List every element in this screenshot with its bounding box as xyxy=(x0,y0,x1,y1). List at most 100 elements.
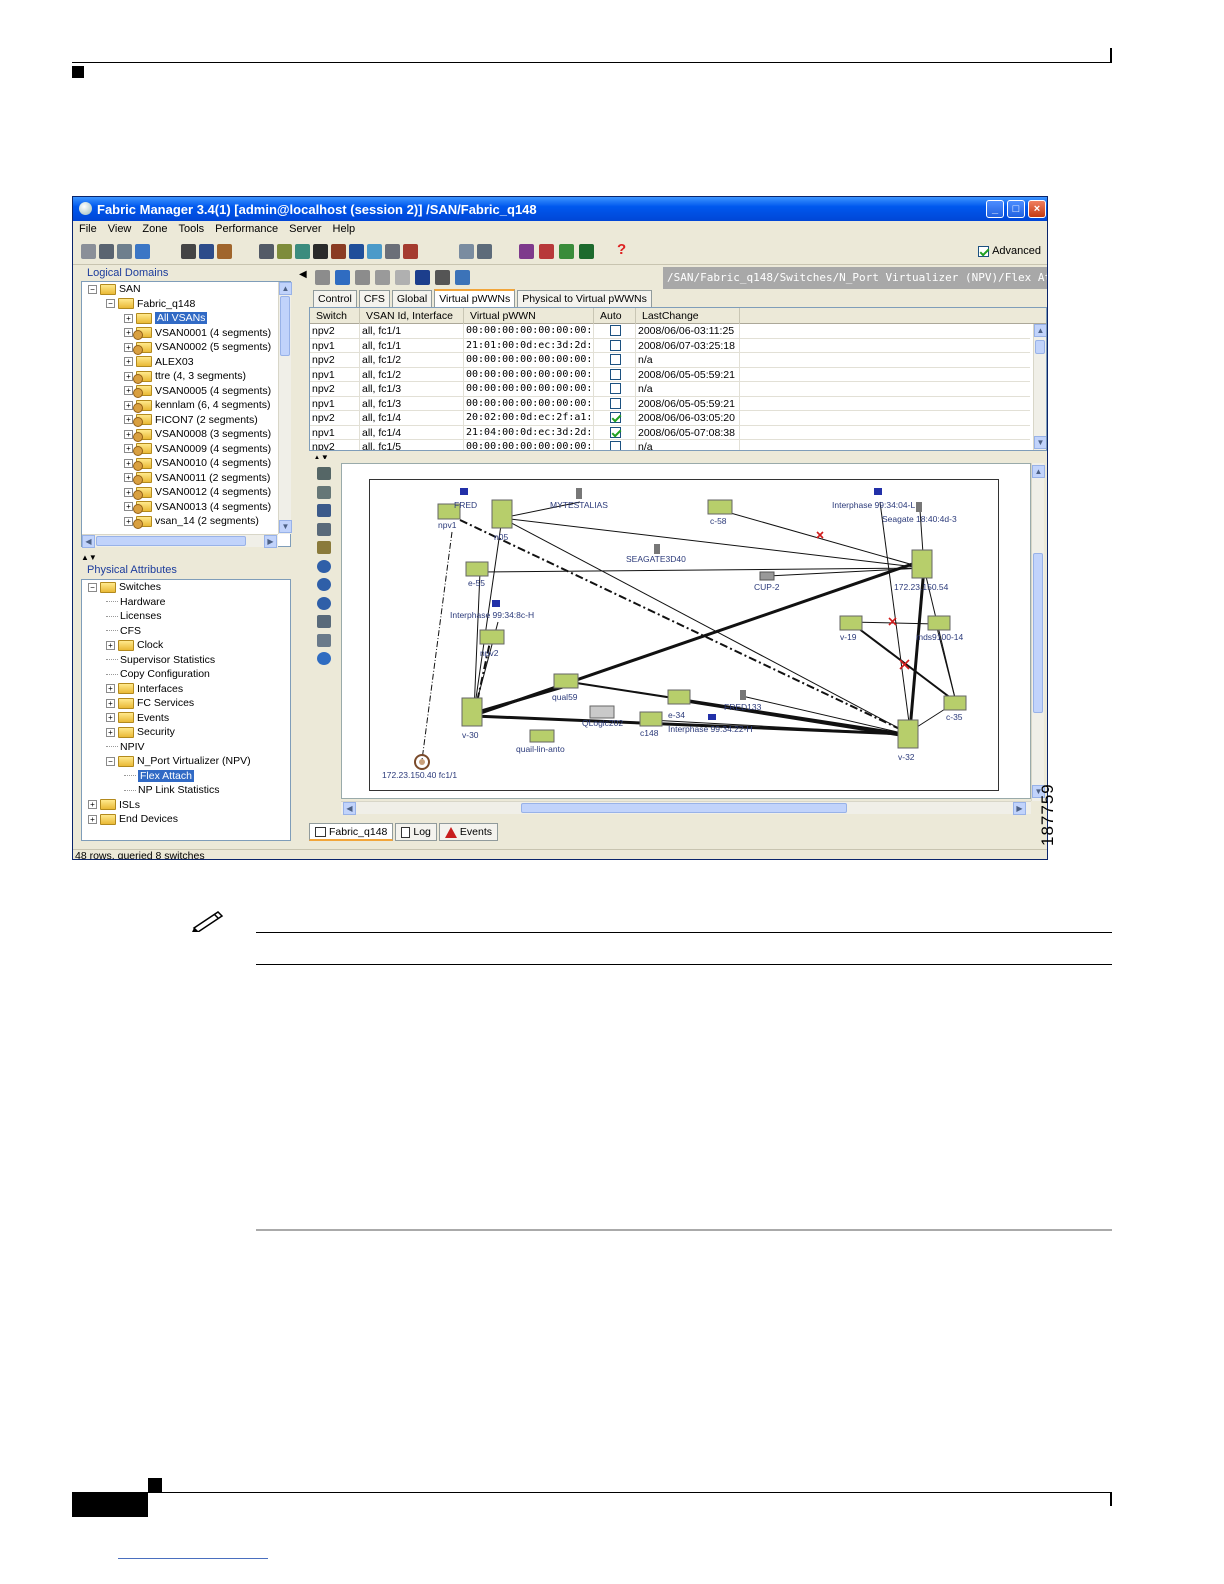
link[interactable] xyxy=(679,698,907,738)
map-scroll-down-icon[interactable]: ▼ xyxy=(1032,785,1045,798)
map-select-icon[interactable] xyxy=(317,633,331,647)
vsan-icon[interactable] xyxy=(277,244,292,259)
collapse-icon[interactable]: − xyxy=(88,284,97,294)
cell-iface[interactable]: all, fc1/1 xyxy=(360,324,464,338)
tree-item[interactable]: +VSAN0011 (2 segments) xyxy=(124,471,270,485)
switch-icon[interactable] xyxy=(491,499,513,529)
cell-switch[interactable]: npv1 xyxy=(310,367,360,381)
cell-switch[interactable]: npv2 xyxy=(310,324,360,338)
auto-checkbox[interactable] xyxy=(610,441,621,450)
export-icon[interactable] xyxy=(455,270,470,285)
scroll-up-icon[interactable]: ▲ xyxy=(279,282,292,295)
map-storage-icon[interactable] xyxy=(317,522,331,536)
expand-icon[interactable]: + xyxy=(124,473,133,482)
expand-icon[interactable]: + xyxy=(124,328,133,337)
auto-checkbox[interactable] xyxy=(610,368,621,380)
tree-item[interactable]: +Security xyxy=(106,725,175,739)
map-overview-icon[interactable] xyxy=(317,615,331,628)
collapse-left-icon[interactable]: ◀ xyxy=(299,269,307,280)
switch-icon[interactable] xyxy=(639,711,663,727)
tree-item[interactable]: +VSAN0012 (4 segments) xyxy=(124,485,271,500)
expand-icon[interactable]: + xyxy=(88,800,97,809)
expand-icon[interactable]: + xyxy=(106,698,115,708)
link[interactable] xyxy=(477,684,567,714)
tab-fabric[interactable]: Fabric_q148 xyxy=(309,823,394,841)
map-hscroll-thumb[interactable] xyxy=(521,803,847,813)
expand-icon[interactable]: + xyxy=(124,444,133,453)
tree-item[interactable]: +Interfaces xyxy=(106,682,183,696)
dpvm-icon[interactable] xyxy=(367,244,382,259)
switch-icon[interactable] xyxy=(437,503,461,520)
tab-virtual-pwwns[interactable]: Virtual pWWNs xyxy=(434,289,516,307)
tree-item[interactable]: +VSAN0009 (4 segments) xyxy=(124,442,271,456)
link[interactable] xyxy=(908,567,926,731)
link[interactable] xyxy=(501,501,581,519)
map-vscroll[interactable]: ▲ ▼ xyxy=(1031,463,1045,801)
properties-icon[interactable] xyxy=(181,244,196,259)
map-scroll-left-icon[interactable]: ◀ xyxy=(343,802,356,815)
collapse-icon[interactable]: − xyxy=(106,756,115,766)
expand-icon[interactable]: + xyxy=(124,386,133,395)
cell-last[interactable]: 2008/06/05-07:08:38 xyxy=(636,425,740,439)
tree-item[interactable]: −Fabric_q148 xyxy=(106,297,195,311)
expand-icon[interactable]: + xyxy=(124,313,133,323)
zoom-in-icon[interactable] xyxy=(317,559,331,573)
cell-switch[interactable]: npv2 xyxy=(310,353,360,367)
menu-server[interactable]: Server xyxy=(289,223,322,235)
cell-pwwn[interactable]: 00:00:00:00:00:00:00:00 xyxy=(466,353,594,367)
tree-item[interactable]: +VSAN0010 (4 segments) xyxy=(124,456,271,471)
cell-switch[interactable]: npv1 xyxy=(310,396,360,410)
link[interactable] xyxy=(767,567,925,577)
cell-iface[interactable]: all, fc1/4 xyxy=(360,411,464,425)
auto-checkbox[interactable] xyxy=(610,412,621,423)
cell-iface[interactable]: all, fc1/4 xyxy=(360,425,464,439)
cell-switch[interactable]: npv2 xyxy=(310,411,360,425)
map-hosts-icon[interactable] xyxy=(317,504,331,517)
tree-item[interactable]: NPIV xyxy=(106,740,145,754)
auto-checkbox[interactable] xyxy=(610,354,621,365)
cell-pwwn[interactable]: 21:01:00:0d:ec:3d:2d:c2 xyxy=(466,338,594,352)
cell-pwwn[interactable]: 00:00:00:00:00:00:00:00 xyxy=(466,396,594,410)
switch-icon[interactable] xyxy=(897,719,919,749)
host-icon[interactable] xyxy=(492,600,500,607)
zoom-fit-icon[interactable] xyxy=(317,596,331,610)
advanced-toggle[interactable]: Advanced xyxy=(978,245,1041,257)
logical-domains-hscroll[interactable]: ◀ ▶ xyxy=(82,534,278,548)
link[interactable] xyxy=(473,571,481,713)
devices-icon[interactable] xyxy=(117,244,132,259)
cell-last[interactable]: n/a xyxy=(636,440,740,450)
tree-item[interactable]: Flex Attach xyxy=(124,769,194,783)
switch-icon[interactable] xyxy=(589,705,615,719)
map-refresh-icon[interactable] xyxy=(317,652,331,665)
cell-iface[interactable]: all, fc1/3 xyxy=(360,396,464,410)
tree-item[interactable]: +vsan_14 (2 segments) xyxy=(124,514,259,529)
cell-last[interactable]: n/a xyxy=(636,382,740,396)
menu-zone[interactable]: Zone xyxy=(142,223,168,235)
expand-icon[interactable]: + xyxy=(124,502,133,511)
tree-item[interactable]: +FC Services xyxy=(106,696,194,710)
tree-item[interactable]: Licenses xyxy=(106,609,161,623)
cell-last[interactable]: 2008/06/05-05:59:21 xyxy=(636,396,740,410)
switch-icon[interactable] xyxy=(839,615,863,631)
cell-iface[interactable]: all, fc1/3 xyxy=(360,382,464,396)
menu-help[interactable]: Help xyxy=(332,223,356,235)
auto-checkbox[interactable] xyxy=(610,383,621,394)
map-splitter-icon[interactable]: ▲▼ xyxy=(313,453,329,462)
host-port-icon[interactable] xyxy=(414,754,430,770)
map-scroll-up-icon[interactable]: ▲ xyxy=(1032,465,1045,478)
host-icon[interactable] xyxy=(708,714,716,720)
performance-icon[interactable] xyxy=(559,244,574,259)
link[interactable] xyxy=(649,719,907,735)
print-icon[interactable] xyxy=(435,270,450,285)
tree-item[interactable]: −SAN xyxy=(88,282,141,296)
lock-icon[interactable] xyxy=(199,244,214,259)
expand-icon[interactable]: + xyxy=(106,640,115,650)
switch-icon[interactable] xyxy=(461,697,483,727)
tree-item[interactable]: +VSAN0005 (4 segments) xyxy=(124,384,271,398)
cell-pwwn[interactable]: 00:00:00:00:00:00:00:00 xyxy=(466,324,594,338)
footer-link-underline[interactable] xyxy=(118,1558,268,1559)
tree-item[interactable]: +End Devices xyxy=(88,812,178,826)
paste-icon[interactable] xyxy=(375,270,390,285)
